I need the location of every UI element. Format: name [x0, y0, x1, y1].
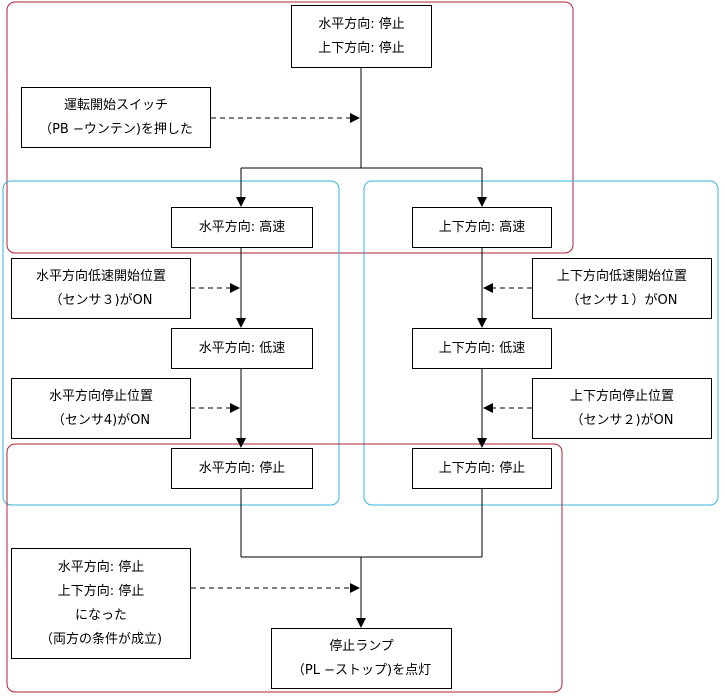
- node-label-line: （PL −ストップ)を点灯: [291, 662, 432, 678]
- vertical-stop-sensor-box: 上下方向停止位置 （センサ２)がON: [532, 378, 712, 439]
- vertical-stop-box: 上下方向: 停止: [412, 448, 552, 489]
- node-label-line: 水平方向: 低速: [198, 340, 286, 356]
- horizontal-low-speed-box: 水平方向: 低速: [171, 328, 313, 369]
- start-state-box: 水平方向: 停止上下方向: 停止: [291, 5, 432, 68]
- red-group-bottom: [6, 443, 563, 693]
- node-label-line: 水平方向: 高速: [198, 219, 286, 235]
- node-label-line: （両方の条件が成立): [39, 631, 163, 647]
- node-label-line: 水平方向: 停止: [198, 460, 286, 476]
- node-label-line: 上下方向: 低速: [438, 340, 526, 356]
- cyan-group-right: [363, 180, 719, 506]
- red-group-top: [6, 1, 574, 254]
- node-label-line: 上下方向: 停止: [318, 40, 405, 56]
- node-label-line: になった: [74, 607, 127, 623]
- node-label-line: 上下方向: 高速: [438, 219, 526, 235]
- vertical-high-speed-box: 上下方向: 高速: [412, 207, 552, 248]
- node-label-line: （センサ２)がON: [570, 412, 674, 428]
- node-label-line: 水平方向低速開始位置: [35, 268, 166, 284]
- node-label-line: 停止ランプ: [329, 638, 394, 654]
- horizontal-high-speed-box: 水平方向: 高速: [171, 207, 313, 248]
- node-label-line: 上下方向停止位置: [569, 388, 674, 404]
- start-switch-condition-box: 運転開始スイッチ （PB −ウンテン)を押した: [21, 87, 211, 148]
- node-label-line: 水平方向: 停止: [318, 16, 405, 32]
- node-label-line: 水平方向停止位置: [48, 388, 153, 404]
- node-label-line: （PB −ウンテン)を押した: [39, 121, 193, 137]
- node-label-line: 上下方向: 停止: [438, 460, 526, 476]
- node-label-line: 上下方向: 停止: [57, 583, 145, 599]
- node-label-line: 運転開始スイッチ: [63, 97, 168, 113]
- node-label-line: （センサ３)がON: [49, 292, 153, 308]
- vertical-slow-sensor-box: 上下方向低速開始位置 （センサ１）がON: [532, 258, 712, 319]
- node-label-line: （センサ１）がON: [566, 292, 678, 308]
- horizontal-slow-sensor-box: 水平方向低速開始位置 （センサ３)がON: [11, 258, 191, 319]
- both-stopped-condition-box: 水平方向: 停止上下方向: 停止になった （両方の条件が成立): [11, 548, 191, 659]
- horizontal-stop-box: 水平方向: 停止: [171, 448, 313, 489]
- node-label-line: 水平方向: 停止: [57, 559, 145, 575]
- horizontal-stop-sensor-box: 水平方向停止位置 （センサ4)がON: [11, 378, 191, 439]
- node-label-line: 上下方向低速開始位置: [556, 268, 687, 284]
- vertical-low-speed-box: 上下方向: 低速: [412, 328, 552, 369]
- node-label-line: （センサ4)がON: [51, 412, 151, 428]
- stop-lamp-box: 停止ランプ （PL −ストップ)を点灯: [271, 628, 452, 689]
- cyan-group-left: [2, 180, 340, 506]
